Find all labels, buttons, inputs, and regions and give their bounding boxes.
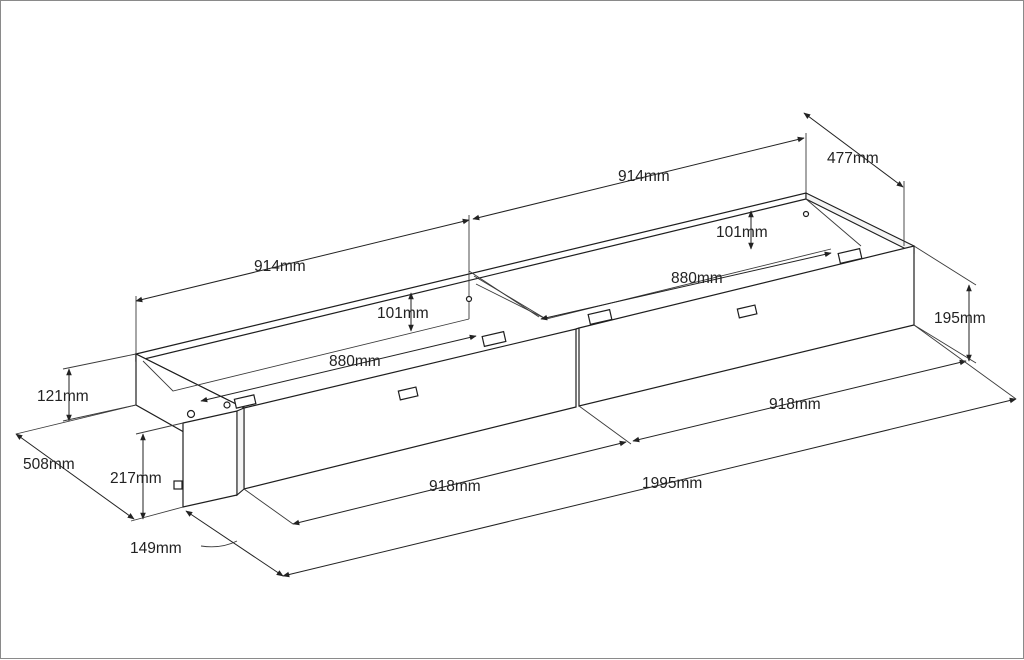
bracket-1 bbox=[481, 330, 507, 348]
label-inner-length-left: 880mm bbox=[329, 353, 381, 370]
label-panel-thickness: 149mm bbox=[130, 540, 182, 557]
drawer-front-left bbox=[243, 328, 577, 490]
bracket-3 bbox=[837, 247, 863, 265]
end-cap-edge bbox=[236, 407, 245, 497]
label-inner-length-right: 880mm bbox=[671, 270, 723, 287]
divider-edge-2 bbox=[468, 270, 540, 318]
label-height: 195mm bbox=[934, 310, 986, 327]
label-depth: 477mm bbox=[827, 150, 879, 167]
inner-back-right bbox=[805, 198, 862, 247]
label-inner-depth-left: 101mm bbox=[377, 305, 429, 322]
dimensions bbox=[15, 112, 1017, 578]
label-left-width: 508mm bbox=[23, 456, 75, 473]
label-top-left-length: 914mm bbox=[254, 258, 306, 275]
label-drawer-front-left: 918mm bbox=[429, 478, 481, 495]
label-top-right-length: 914mm bbox=[618, 168, 670, 185]
label-left-offset-height: 121mm bbox=[37, 388, 89, 405]
right-end-rim bbox=[805, 192, 915, 254]
label-inner-depth-right: 101mm bbox=[716, 224, 768, 241]
drawer-body bbox=[135, 192, 915, 508]
label-drawer-front-right: 918mm bbox=[769, 396, 821, 413]
label-panel-height: 217mm bbox=[110, 470, 162, 487]
label-total-length: 1995mm bbox=[642, 475, 702, 492]
dimension-labels: 914mm 914mm 477mm 101mm 880mm 101mm 880m… bbox=[23, 150, 986, 557]
end-cap-panel bbox=[182, 410, 238, 508]
